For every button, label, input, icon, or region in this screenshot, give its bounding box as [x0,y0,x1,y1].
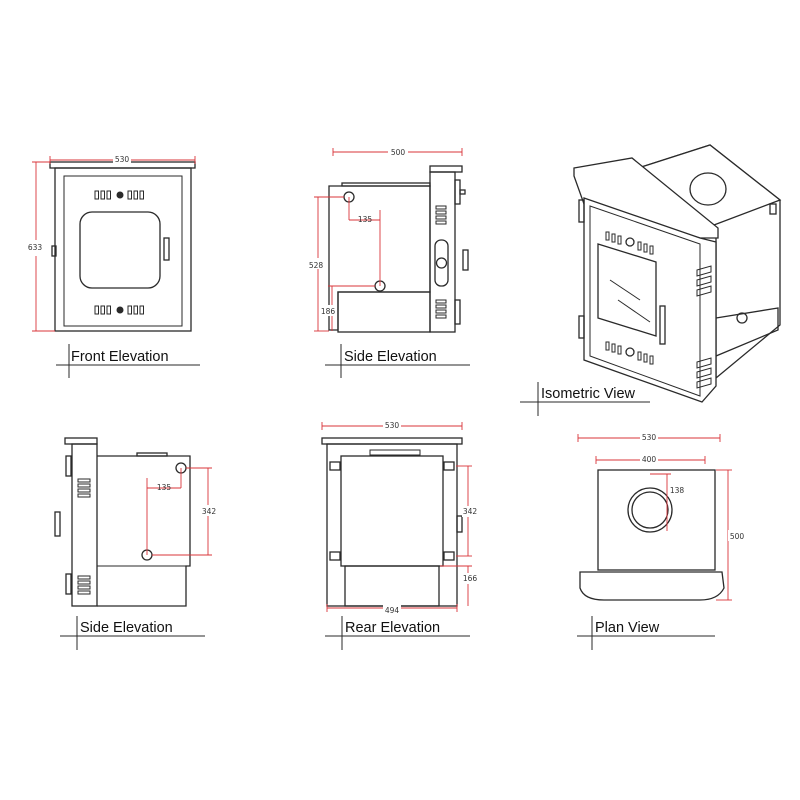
front-elevation-view: 530 633 Front Elevation [28,154,200,378]
plan-width-dimension: 530 [642,433,657,442]
front-width-dimension: 530 [115,155,130,164]
side-bottom-dimensions: 135 342 [146,467,218,556]
rear-base-width-dimension: 494 [385,606,400,615]
iso-upper-vent [605,231,654,255]
iso-lower-vent [605,341,654,365]
front-vent-bottom [94,305,144,315]
rear-width-dimension: 530 [385,421,400,430]
side-top-dimensions: 500 135 528 186 [306,146,463,332]
plan-view-title: Plan View [595,620,660,636]
side-top-upper-louvres [435,205,447,225]
front-elevation-title: Front Elevation [71,349,169,365]
plan-inner-width-dimension: 400 [642,455,657,464]
isometric-view-title: Isometric View [541,386,636,402]
side-elevation-view-bottom: 135 342 Side Elevation [54,437,218,650]
plan-dimensions: 530 400 138 500 [577,432,746,601]
side-elevation-view-top: 500 135 528 186 Side Elevation [306,146,470,378]
side-elevation-title-bottom: Side Elevation [80,620,173,636]
plan-view: 530 400 138 500 Plan View [577,432,746,650]
side-top-flue-height-dimension: 528 [309,261,324,270]
rear-dimensions: 530 494 342 166 [321,420,478,615]
side-elevation-title-top: Side Elevation [344,349,437,365]
iso-side-louvres-lower [696,357,712,389]
side-bottom-flue-spacing-dimension: 342 [202,507,217,516]
side-bottom-lower-louvres [77,575,91,595]
side-top-lower-louvres [435,299,447,319]
front-vent-top [94,190,144,200]
iso-side-louvres-upper [696,265,712,297]
side-bottom-upper-louvres [77,478,91,498]
side-top-depth-dimension: 500 [391,148,406,157]
side-bottom-flue-offset-dimension: 135 [157,483,172,492]
plan-depth-dimension: 500 [730,532,745,541]
rear-elevation-view: 530 494 342 166 Rear Elevation [321,420,478,650]
isometric-view: Isometric View [520,144,782,416]
rear-elevation-title: Rear Elevation [345,620,440,636]
front-height-dimension: 633 [28,243,43,252]
rear-base-height-dimension: 166 [463,574,478,583]
side-top-base-height-dimension: 186 [321,307,336,316]
front-dimensions: 530 633 [28,154,196,332]
plan-flue-diameter-dimension: 138 [670,486,685,495]
side-top-flue-offset-dimension: 135 [358,215,373,224]
rear-flue-spacing-dimension: 342 [463,507,478,516]
